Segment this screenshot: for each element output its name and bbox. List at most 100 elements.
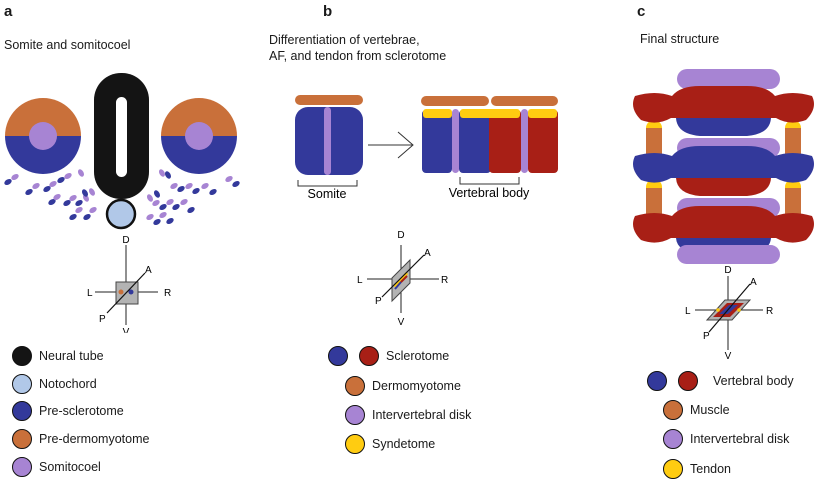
syndetome-1 xyxy=(423,109,452,118)
scattered-cell xyxy=(75,206,83,214)
scattered-cell xyxy=(225,175,233,183)
panel-c-diagram xyxy=(633,69,814,264)
scattered-cell xyxy=(152,199,160,207)
scattered-cell xyxy=(4,178,12,186)
legend-label: Muscle xyxy=(690,403,730,417)
scattered-cell xyxy=(185,182,193,190)
scattered-cell xyxy=(43,185,51,193)
scattered-cell xyxy=(192,187,200,195)
legend-swatch xyxy=(12,346,32,366)
right-somite xyxy=(161,98,237,174)
somite-bracket xyxy=(297,180,358,187)
panel-b-diagram: Somite Vertebral body xyxy=(295,95,558,201)
scattered-cell xyxy=(146,213,154,221)
axis-p-label: P xyxy=(375,296,382,307)
legend-label: Intervertebral disk xyxy=(372,408,472,422)
scattered-cell xyxy=(187,206,195,214)
scattered-cell xyxy=(166,198,174,206)
pre-sclerotome-left xyxy=(5,136,81,174)
panel-a-axis-diagram: D V L R A P xyxy=(87,235,171,333)
axis-d-label: D xyxy=(724,265,731,276)
sclerotome-blue-2 xyxy=(459,110,491,173)
somitocoel-right xyxy=(185,122,213,150)
scattered-cell xyxy=(25,188,33,196)
scattered-cell xyxy=(63,199,71,207)
scattered-cell xyxy=(53,193,61,201)
notochord xyxy=(105,198,137,230)
legend-label: Neural tube xyxy=(39,349,104,363)
axis-r-label: R xyxy=(164,288,171,299)
panel-a-diagram xyxy=(4,73,240,230)
intervertebral-disk-1 xyxy=(452,109,459,173)
panel-c-axis-diagram: D V L R A P xyxy=(685,265,773,362)
scattered-cell xyxy=(153,218,161,226)
vertebra-2 xyxy=(633,146,814,196)
legend-swatch xyxy=(328,346,348,366)
axis-v-label: V xyxy=(398,317,405,327)
sclerotome-red-1 xyxy=(489,110,521,173)
syndetome-3 xyxy=(528,109,557,118)
axis-r-label: R xyxy=(441,275,448,286)
axis-d-label: D xyxy=(397,230,404,241)
intervertebral-disk-bottom xyxy=(677,245,780,264)
axis-p-label: P xyxy=(703,331,710,342)
intervertebral-disk-top xyxy=(677,69,780,89)
pre-dermomyotome-left xyxy=(5,98,81,136)
dermomyotome-bar xyxy=(295,95,363,105)
scattered-cell xyxy=(75,199,83,207)
scattered-cell xyxy=(77,169,85,177)
scattered-cell xyxy=(69,213,77,221)
panel-b-title-line2: AF, and tendon from sclerotome xyxy=(269,49,447,63)
scattered-cells xyxy=(4,169,240,226)
axis-l-label: L xyxy=(87,288,93,299)
syndetome-2 xyxy=(460,109,520,118)
scattered-cell xyxy=(81,189,89,197)
legend-swatch xyxy=(663,459,683,479)
somite-intervertebral-disk xyxy=(324,107,331,175)
vertebral-body-bracket xyxy=(459,177,520,185)
panel-a-letter: a xyxy=(4,3,13,20)
scattered-cell xyxy=(172,203,180,211)
left-somite xyxy=(5,98,81,174)
panel-b-axis-diagram: D V L R A P xyxy=(357,230,448,327)
legend-label: Sclerotome xyxy=(386,349,450,363)
legend-swatch xyxy=(663,400,683,420)
scattered-cell xyxy=(57,176,65,184)
scattered-cell xyxy=(232,180,240,188)
axis-r-label: R xyxy=(766,306,773,317)
legend-item: Intervertebral disk xyxy=(663,429,789,449)
legend-label: Notochord xyxy=(39,377,97,391)
legend-swatch xyxy=(345,434,365,454)
legend-item: Tendon xyxy=(663,459,731,479)
legend-label: Tendon xyxy=(690,462,732,476)
scattered-cell xyxy=(146,194,154,202)
scattered-cell xyxy=(180,198,188,206)
scattered-cell xyxy=(89,206,97,214)
scattered-cell xyxy=(159,211,167,219)
axis-l-label: L xyxy=(357,275,363,286)
axis-p-label: P xyxy=(99,314,106,325)
legend-item: Pre-sclerotome xyxy=(12,401,124,421)
vertebral-body-label: Vertebral body xyxy=(449,186,530,200)
legend-item: Neural tube xyxy=(12,346,104,366)
scattered-cell xyxy=(170,182,178,190)
scattered-cell xyxy=(83,213,91,221)
sclerotome-blue-1 xyxy=(422,110,452,173)
legend-label: Pre-dermomyotome xyxy=(39,432,150,446)
panel-b-letter: b xyxy=(323,3,333,20)
scattered-cell xyxy=(158,169,166,177)
scattered-cell xyxy=(153,190,161,198)
legend-item: Somitocoel xyxy=(12,457,101,477)
somitocoel-left xyxy=(29,122,57,150)
scattered-cell xyxy=(201,182,209,190)
scattered-cell xyxy=(166,217,174,225)
scattered-cell xyxy=(48,198,56,206)
legend-swatch xyxy=(678,371,698,391)
legend-item: Vertebral body xyxy=(647,371,794,391)
legend-swatch xyxy=(12,401,32,421)
intervertebral-disk-2 xyxy=(521,109,528,173)
axis-v-label: V xyxy=(123,327,130,333)
pre-dermomyotome-right xyxy=(161,98,237,136)
panel-c-letter: c xyxy=(637,3,646,20)
legend-item: Dermomyotome xyxy=(345,376,461,396)
